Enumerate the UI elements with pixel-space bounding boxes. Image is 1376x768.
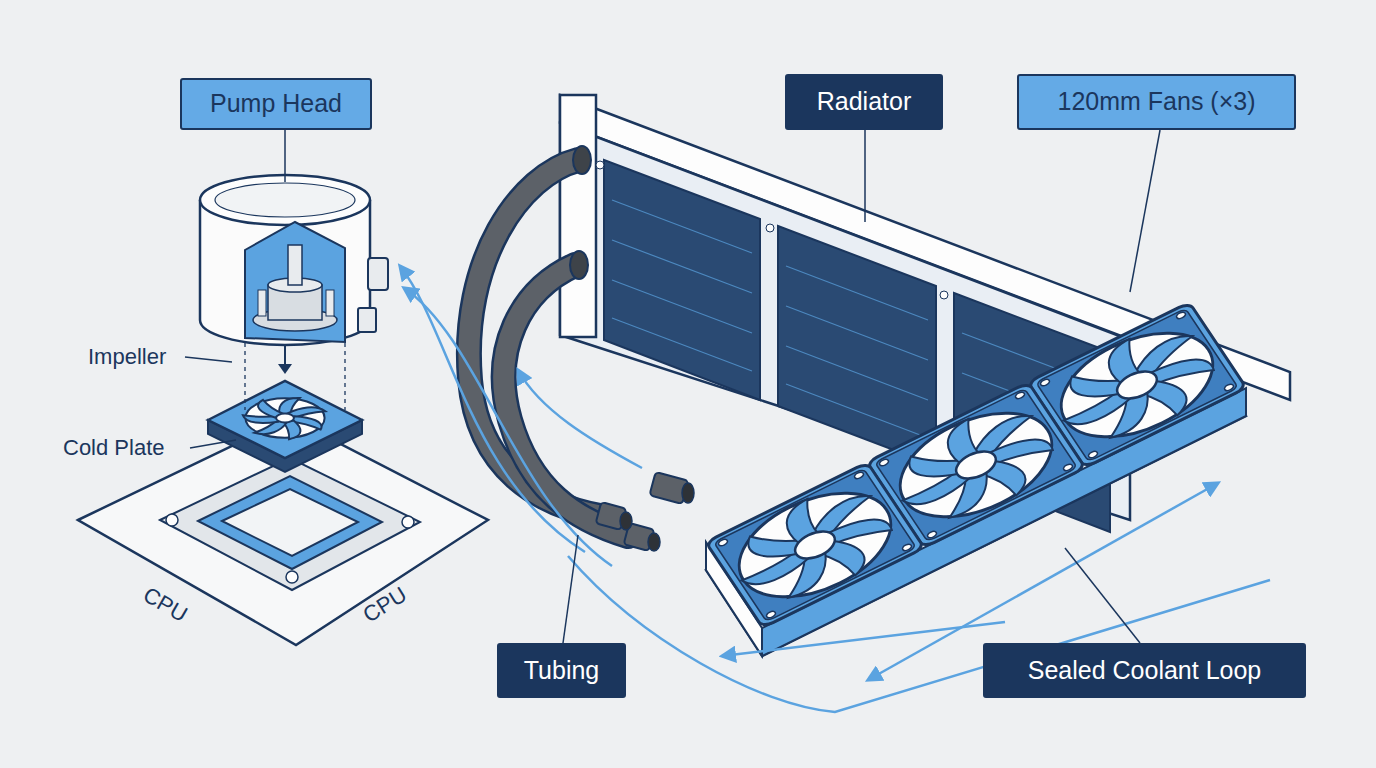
pump-head <box>200 175 388 345</box>
callout-box: Pump Head <box>180 78 372 130</box>
callout-box: Radiator <box>785 74 943 130</box>
radiator <box>596 161 604 169</box>
exploded-arrow <box>284 345 286 366</box>
pump-head <box>368 258 388 290</box>
cpu-board <box>198 476 382 569</box>
leader-line <box>1065 548 1140 643</box>
cpu-board <box>222 489 358 556</box>
cpu-board <box>166 514 178 526</box>
leader-line <box>190 440 236 448</box>
cpu-board <box>160 458 420 590</box>
impeller <box>221 387 346 449</box>
leader-line <box>284 130 286 182</box>
part-label: Impeller <box>88 345 166 369</box>
radiator <box>604 160 760 400</box>
callout-text: Radiator <box>817 88 912 116</box>
leader-line <box>185 357 232 362</box>
callout-text: Pump Head <box>210 90 342 118</box>
radiator-fins <box>612 280 752 333</box>
cpu-board <box>286 571 298 583</box>
part-label: Cold Plate <box>63 436 165 460</box>
pump-head <box>326 290 334 316</box>
tube-fitting <box>648 533 660 551</box>
flow-arrow <box>404 288 612 566</box>
radiator <box>766 224 774 232</box>
pump-head <box>245 222 345 342</box>
callout-text: 120mm Fans (×3) <box>1058 88 1256 116</box>
pump-head <box>358 308 376 332</box>
part-label: CPU <box>139 583 191 627</box>
callout-text: Sealed Coolant Loop <box>1028 657 1262 685</box>
radiator-fins <box>786 384 928 438</box>
cold-plate <box>208 381 362 458</box>
leader-line <box>1130 130 1160 292</box>
radiator <box>778 226 936 466</box>
callout-box: 120mm Fans (×3) <box>1017 74 1296 130</box>
flow-arrow <box>518 370 642 468</box>
impeller <box>221 387 346 449</box>
exploded-arrow <box>278 345 292 374</box>
callout-box: Tubing <box>497 643 626 698</box>
fan <box>706 462 925 627</box>
flow-arrow <box>722 622 1005 656</box>
impeller <box>272 412 297 425</box>
exploded-arrow <box>278 364 292 374</box>
leader-line <box>563 535 578 643</box>
tube-fitting <box>573 146 591 174</box>
callout-box: Sealed Coolant Loop <box>983 643 1306 698</box>
tube-fitting <box>570 146 694 551</box>
leader-line <box>864 130 866 222</box>
radiator-fins <box>612 318 752 371</box>
pump-head <box>258 290 266 316</box>
cpu-board <box>402 516 414 528</box>
cold-plate <box>208 381 362 472</box>
radiator-fins <box>612 240 752 293</box>
radiator-fins <box>786 306 928 360</box>
exploded-guide <box>245 335 345 410</box>
radiator <box>940 291 948 299</box>
radiator-fins <box>786 266 928 320</box>
pump-head <box>215 183 355 217</box>
pump-head <box>200 175 370 225</box>
leader-line <box>185 130 1160 643</box>
tube-fitting <box>620 512 632 530</box>
radiator <box>560 95 596 337</box>
exploded-guide <box>344 335 345 410</box>
exploded-guide <box>244 335 245 410</box>
radiator-fins <box>612 200 752 253</box>
tubing <box>469 160 628 536</box>
callout-text: Tubing <box>524 657 600 685</box>
tube-fitting <box>682 483 694 503</box>
tube-fitting <box>570 251 588 279</box>
pump-head <box>288 245 302 285</box>
